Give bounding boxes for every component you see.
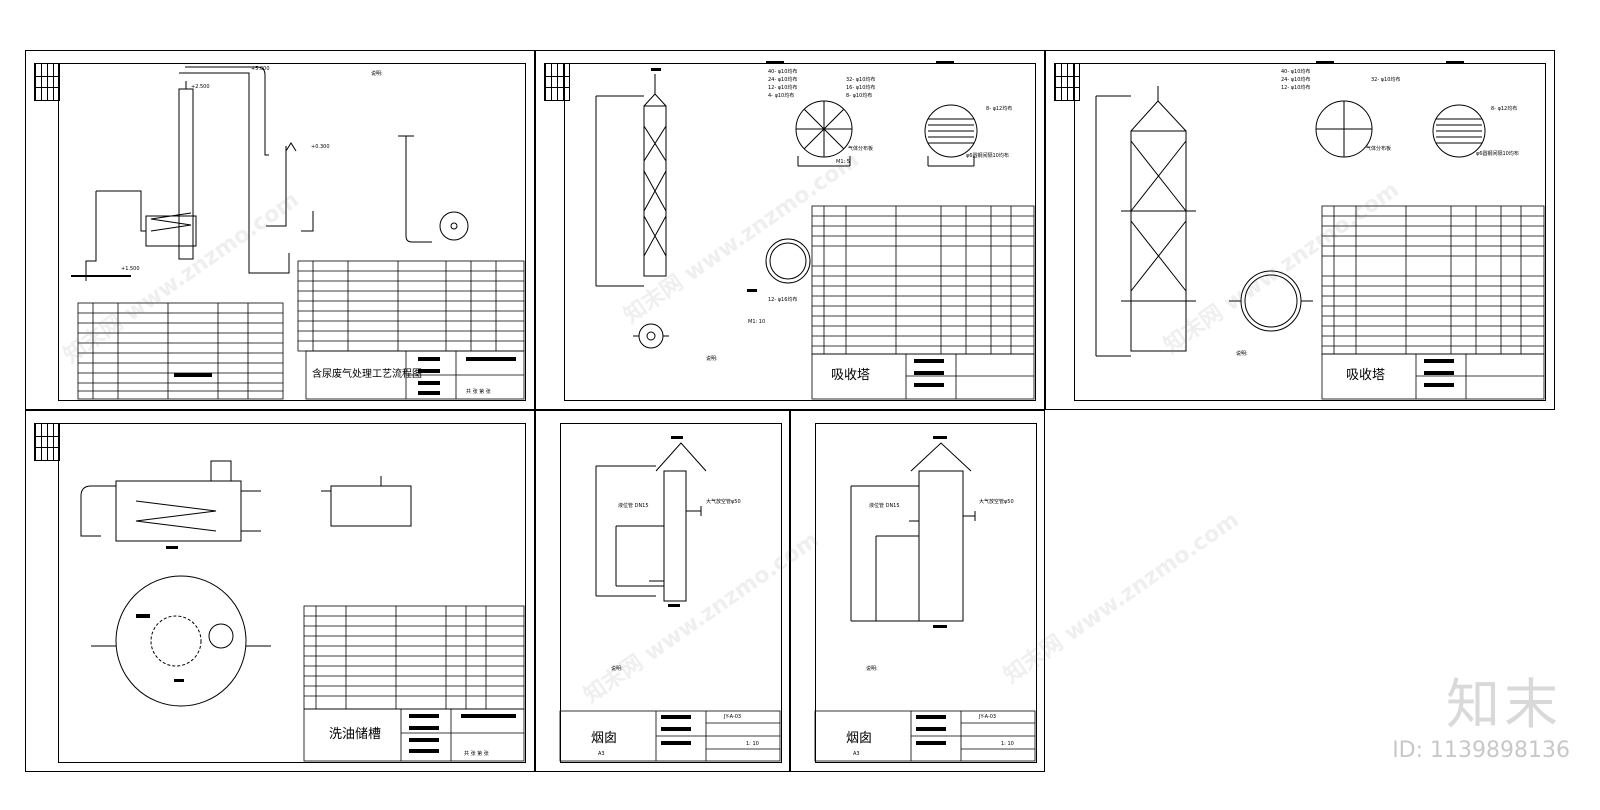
sheet-oil-tank: 洗油储槽 共 张 第 张 [25,410,535,772]
title-block-5 [559,710,781,762]
sheet-absorption-tower-2: 40- φ10均布 24- φ10均布 12- φ10均布 32- φ10均布 … [1045,50,1555,410]
paper-size: A3 [853,751,860,757]
notes-label: 说明: [706,356,718,362]
holes-label-6: 16- φ10均布 [846,85,876,91]
parts-table-4 [303,605,525,762]
round-note: φ6圆钢间隔10均布 [1476,151,1519,157]
sheet-title-oil-tank: 洗油储槽 [329,727,382,742]
notes-label: 说明: [1236,351,1248,357]
plate-label: 气体分布板 [1366,146,1392,152]
parts-table-1 [77,260,525,400]
notes-label: 说明: [611,666,623,672]
sheet-title-chimney-1: 烟囱 [591,731,618,746]
holes-label-2: 24- φ10均布 [768,77,798,83]
holes-label-5: 32- φ10均布 [846,77,876,83]
sheet-chimney-1: 液位管 DN15 大气放空管φ50 说明: 烟囱 JY-A-03 1: 10 A… [535,410,790,772]
tower-outlet-label: 大气放空管φ50 [706,499,741,505]
scale-m5: M1: 5 [836,159,850,165]
holes-label-2: 24- φ10均布 [1281,77,1311,83]
drawing-number: JY-A-03 [724,714,742,720]
elevation-label-4: +1.500 [121,266,140,272]
image-id: ID: 1139898136 [1392,738,1570,763]
revision-stripe [544,63,570,101]
process-flow-drawing [71,66,469,281]
elevation-label-2: +2.500 [191,84,210,90]
sheet-title-tower-2: 吸收塔 [1346,368,1386,383]
holes-label-1: 40- φ10均布 [768,69,798,75]
paper-size: A3 [598,751,605,757]
drain-label: 液位管 DN15 [869,503,900,509]
page-count: 共 张 第 张 [464,751,489,757]
holes-label-5: 32- φ10均布 [1371,77,1401,83]
notes-label: 说明: [371,71,383,77]
revision-stripe [34,63,60,101]
elevation-label-1: +5.000 [251,66,270,72]
notes-label: 说明: [866,666,878,672]
parts-table-2 [811,205,1035,400]
chimney-drawing-2 [850,436,976,628]
sheet-title-chimney-2: 烟囱 [846,731,873,746]
holes-label-1: 40- φ10均布 [1281,69,1311,75]
drawing-frame [815,423,1037,763]
elevation-label-3: +0.300 [311,144,330,150]
drawing-frame [564,63,1036,401]
round-note: φ6圆钢间隔10均布 [966,153,1009,159]
scale-m10: M1: 10 [748,319,766,325]
holes-label-3: 12- φ10均布 [1281,85,1311,91]
scale-label: 1: 10 [746,741,759,747]
holes-label-4: 4- φ10均布 [768,93,795,99]
title-block-6 [814,710,1036,762]
holes-label-8: 8- φ12均布 [1491,106,1518,112]
tower-drawing-1 [595,61,978,349]
drain-label: 液位管 DN15 [618,503,649,509]
sheet-chimney-2: 液位管 DN15 大气放空管φ50 说明: 烟囱 JY-A-03 1: 10 A… [790,410,1045,772]
tank-drawing [80,460,412,707]
parts-table-3 [1321,205,1545,400]
holes-label-3: 12- φ10均布 [768,85,798,91]
tower-outlet-label: 大气放空管φ50 [979,499,1014,505]
drawing-number: JY-A-03 [979,714,997,720]
plate-label: 气体分布板 [848,146,874,152]
chimney-drawing-1 [595,436,707,607]
drawing-frame [560,423,782,763]
tower-drawing-2 [1095,61,1486,357]
holes-label-8: 8- φ12均布 [986,106,1013,112]
holes-label-7: 8- φ10均布 [846,93,873,99]
sheet-process-flow: +5.000 +2.500 +0.300 +1.500 说明: 含尿废气处理工艺… [25,50,535,410]
drawing-frame [58,63,526,401]
brand-logo: 知末 [1446,673,1562,736]
page-count: 共 张 第 张 [466,389,491,395]
sheet-title-tower-1: 吸收塔 [831,368,871,383]
revision-stripe [1054,63,1080,101]
revision-stripe [34,423,60,461]
drawing-frame [1074,63,1546,401]
sheet-title-process-flow: 含尿废气处理工艺流程图 [312,369,422,380]
drawing-frame [58,423,526,763]
holes-label-9: 12- φ16均布 [768,297,798,303]
scale-label: 1: 10 [1001,741,1014,747]
sheet-absorption-tower-1: 40- φ10均布 24- φ10均布 12- φ10均布 4- φ10均布 3… [535,50,1045,410]
